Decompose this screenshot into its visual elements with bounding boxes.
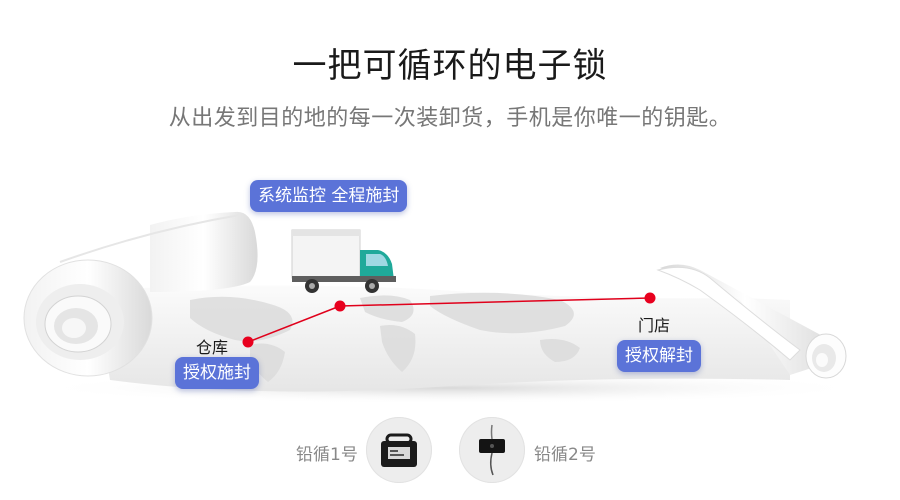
truck-position-dot xyxy=(334,300,346,312)
cable-seal-icon xyxy=(479,424,505,476)
seal-2-thumbnail[interactable] xyxy=(459,417,525,483)
page-subtitle: 从出发到目的地的每一次装卸货，手机是你唯一的钥匙。 xyxy=(168,106,732,131)
route-line xyxy=(247,297,651,343)
left-paper-roll xyxy=(23,211,258,377)
warehouse-label: 仓库 xyxy=(196,338,229,357)
right-paper-roll xyxy=(656,264,847,379)
truck-icon xyxy=(291,229,396,293)
authorize-unseal-badge: 授权解封 xyxy=(617,340,701,372)
padlock-device-icon xyxy=(381,433,417,467)
store-dot xyxy=(644,292,656,304)
monitoring-badge: 系统监控 全程施封 xyxy=(250,180,408,212)
seal-1-label: 铅循1号 xyxy=(296,445,358,465)
seal-1-thumbnail[interactable] xyxy=(366,417,432,483)
page-title: 一把可循环的电子锁 xyxy=(292,46,608,86)
warehouse-dot xyxy=(242,336,254,348)
seal-2-label: 铅循2号 xyxy=(534,445,596,465)
authorize-seal-badge: 授权施封 xyxy=(175,357,259,389)
store-label: 门店 xyxy=(638,316,671,335)
